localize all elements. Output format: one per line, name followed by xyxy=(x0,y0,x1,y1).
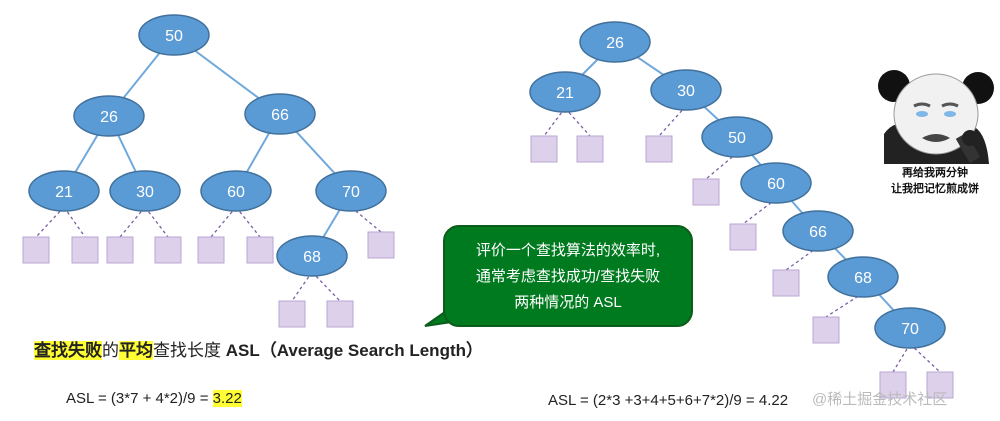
leaf-edge xyxy=(35,206,65,238)
text: 查找长度 xyxy=(153,341,226,360)
tree-node xyxy=(701,116,773,158)
text: 的 xyxy=(102,341,119,360)
null-leaf xyxy=(22,236,50,264)
null-leaf xyxy=(530,135,558,163)
formula-text: ASL = (3*7 + 4*2)/9 = xyxy=(66,390,213,407)
node-label: 50 xyxy=(165,28,183,45)
meme-caption: 让我把记忆煎成饼 xyxy=(891,183,979,195)
tree-node xyxy=(73,95,145,137)
bubble-line: 评价一个查找算法的效率时, xyxy=(475,242,661,259)
null-leaf xyxy=(812,316,840,344)
null-leaf xyxy=(154,236,182,264)
tree-node xyxy=(276,235,348,277)
null-leaf xyxy=(197,236,225,264)
null-leaf xyxy=(692,178,720,206)
formula-left: ASL = (3*7 + 4*2)/9 = 3.22 xyxy=(66,390,242,407)
null-leaf xyxy=(246,236,274,264)
node-label: 30 xyxy=(136,184,154,201)
leaf-edge xyxy=(235,206,261,238)
leaf-edge xyxy=(311,271,341,302)
tree-node xyxy=(650,69,722,111)
null-leaf xyxy=(106,236,134,264)
tree-node xyxy=(315,170,387,212)
leaf-edge xyxy=(210,206,237,238)
leaf-edge xyxy=(63,206,86,238)
formula-result: 3.22 xyxy=(212,390,242,407)
node-label: 21 xyxy=(55,184,73,201)
null-leaf xyxy=(278,300,306,328)
formula-right: ASL = (2*3 +3+4+5+6+7*2)/9 = 4.22 xyxy=(548,392,789,409)
tree-node xyxy=(138,14,210,56)
node-label: 66 xyxy=(271,107,289,124)
null-leaf xyxy=(645,135,673,163)
null-leaf xyxy=(729,223,757,251)
panda-face-icon xyxy=(878,70,994,164)
leaf-edge xyxy=(144,206,169,238)
node-label: 60 xyxy=(767,176,785,193)
bubble-line: 两种情况的 ASL xyxy=(514,294,622,311)
meme-caption: 再给我两分钟 xyxy=(902,167,968,179)
node-label: 30 xyxy=(677,83,695,100)
null-leaf xyxy=(326,300,354,328)
node-label: 26 xyxy=(100,109,118,126)
highlight-text: 平均 xyxy=(119,341,153,360)
null-leaf xyxy=(367,231,395,259)
watermark: @稀土掘金技术社区 xyxy=(812,391,948,408)
tree-node xyxy=(874,307,946,349)
leaf-edge xyxy=(564,107,591,137)
node-label: 21 xyxy=(556,85,574,102)
tree-node xyxy=(244,93,316,135)
tree-node xyxy=(827,256,899,298)
node-label: 26 xyxy=(606,35,624,52)
panda-meme-image: 再给我两分钟 让我把记忆煎成饼 xyxy=(874,64,996,195)
leaf-edge xyxy=(658,105,687,137)
tree-node xyxy=(740,162,812,204)
null-leaf xyxy=(926,371,954,399)
node-label: 50 xyxy=(728,130,746,147)
node-label: 70 xyxy=(342,184,360,201)
failed-search-heading: 查找失败的平均查找长度 ASL（Average Search Length） xyxy=(34,336,483,361)
tree-node xyxy=(529,71,601,113)
node-label: 70 xyxy=(901,321,919,338)
highlight-text: 查找失败 xyxy=(34,341,102,360)
text: ASL（Average Search Length） xyxy=(225,341,484,360)
tree-node xyxy=(579,21,651,63)
null-leaf xyxy=(772,269,800,297)
node-label: 68 xyxy=(854,270,872,287)
tree-node xyxy=(200,170,272,212)
tree-node xyxy=(782,210,854,252)
node-label: 66 xyxy=(809,224,827,241)
null-leaf xyxy=(576,135,604,163)
bubble-line: 通常考虑查找成功/查找失败 xyxy=(475,268,661,285)
null-leaf xyxy=(71,236,99,264)
null-leaf xyxy=(879,371,907,399)
speech-bubble: 评价一个查找算法的效率时, 通常考虑查找成功/查找失败 两种情况的 ASL xyxy=(443,225,693,327)
leaf-edge xyxy=(909,343,941,373)
node-label: 68 xyxy=(303,249,321,266)
node-label: 60 xyxy=(227,184,245,201)
tree-node xyxy=(109,170,181,212)
tree-node xyxy=(28,170,100,212)
leaf-edge xyxy=(119,206,146,238)
